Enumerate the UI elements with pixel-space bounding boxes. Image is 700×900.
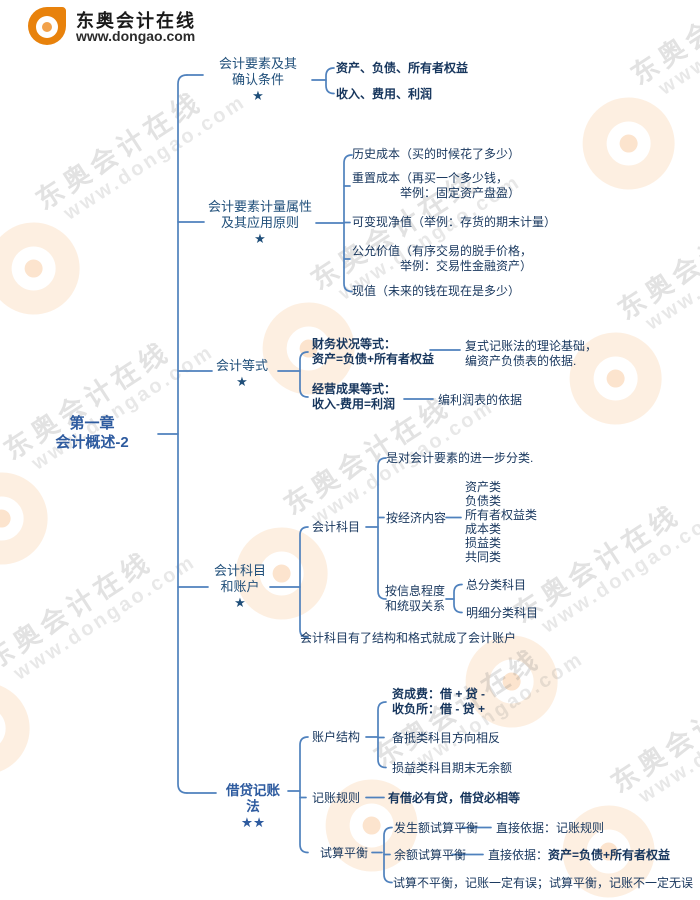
leaf-allowance-accounts: 备抵类科目方向相反 bbox=[392, 731, 501, 745]
leaf-debit-credit-rules-block: 资成费：借 + 贷 - 收负所：借 - 贷 + bbox=[392, 687, 486, 716]
leaf-historical-cost: 历史成本（买的时候花了多少） bbox=[352, 147, 521, 161]
leaf-amount-trial-balance: 发生额试算平衡 bbox=[394, 821, 479, 835]
leaf-subjects-definition: 是对会计要素的进一步分类. bbox=[386, 451, 534, 465]
leaf-subjects-to-accounts-note: 会计科目有了结构和格式就成了会计账户 bbox=[300, 631, 517, 645]
leaf-assets-liabilities-equity: 资产、负债、所有者权益 bbox=[336, 61, 469, 75]
node-accounting-subjects: 会计科目 bbox=[312, 520, 361, 534]
site-brand-name: 东奥会计在线 bbox=[76, 11, 196, 31]
leaf-detail-ledger-subjects: 明细分类科目 bbox=[466, 606, 539, 620]
node-by-information-level: 按信息程度 和统驭关系 bbox=[385, 584, 446, 613]
branch-measurement-attributes: 会计要素计量属性 及其应用原则 ★ bbox=[208, 199, 313, 246]
leaf-amount-trial-basis: 直接依据：记账规则 bbox=[496, 821, 605, 835]
branch-debit-credit-method: 借贷记账法 ★★ bbox=[226, 783, 280, 830]
trial-basis-equation: 资产=负债+所有者权益 bbox=[548, 848, 671, 862]
leaf-financial-position-equation: 财务状况等式： 资产=负债+所有者权益 bbox=[312, 337, 435, 366]
branch-subjects-accounts: 会计科目 和账户 ★ bbox=[214, 563, 267, 610]
leaf-profit-loss-accounts: 损益类科目期末无余额 bbox=[392, 761, 513, 775]
node-by-economic-content: 按经济内容 bbox=[386, 511, 447, 525]
root-node-chapter-title: 第一章 会计概述-2 bbox=[55, 415, 129, 451]
leaf-general-ledger-subjects: 总分类科目 bbox=[466, 578, 527, 592]
leaf-content-categories: 资产类 负债类 所有者权益类 成本类 损益类 共同类 bbox=[465, 480, 538, 564]
dongao-logo-icon bbox=[28, 6, 70, 46]
leaf-income-expense-profit: 收入、费用、利润 bbox=[336, 87, 433, 101]
leaf-balance-trial-basis: 直接依据：资产=负债+所有者权益 bbox=[488, 847, 670, 863]
leaf-equation1-note: 复式记账法的理论基础， 编资产负债表的依据. bbox=[465, 339, 598, 368]
leaf-replacement-cost: 重置成本（再买一个多少钱， 举例：固定资产盘盈） bbox=[352, 171, 521, 200]
leaf-bookkeeping-rule-text: 有借必有贷，借贷必相等 bbox=[388, 791, 521, 805]
node-bookkeeping-rule: 记账规则 bbox=[312, 791, 361, 805]
leaf-balance-trial-balance: 余额试算平衡 bbox=[394, 848, 467, 862]
trial-basis-prefix: 直接依据： bbox=[488, 848, 549, 862]
leaf-fair-value: 公允价值（有序交易的脱手价格， 举例：交易性金融资产） bbox=[352, 244, 533, 273]
leaf-present-value: 现值（未来的钱在现在是多少） bbox=[352, 284, 521, 298]
branch-elements-recognition: 会计要素及其 确认条件 ★ bbox=[218, 56, 297, 103]
site-url: www.dongao.com bbox=[76, 28, 196, 44]
leaf-net-realizable-value: 可变现净值（举例：存货的期末计量） bbox=[352, 215, 557, 229]
node-account-structure: 账户结构 bbox=[312, 730, 361, 744]
leaf-equation2-note: 编利润表的依据 bbox=[438, 393, 523, 407]
leaf-operating-results-equation: 经营成果等式： 收入-费用=利润 bbox=[312, 382, 397, 411]
branch-accounting-equation: 会计等式 ★ bbox=[216, 358, 269, 389]
node-trial-balance: 试算平衡 bbox=[320, 846, 369, 860]
leaf-trial-balance-note: 试算不平衡，记账一定有误；试算平衡，记账不一定无误 bbox=[393, 876, 694, 890]
